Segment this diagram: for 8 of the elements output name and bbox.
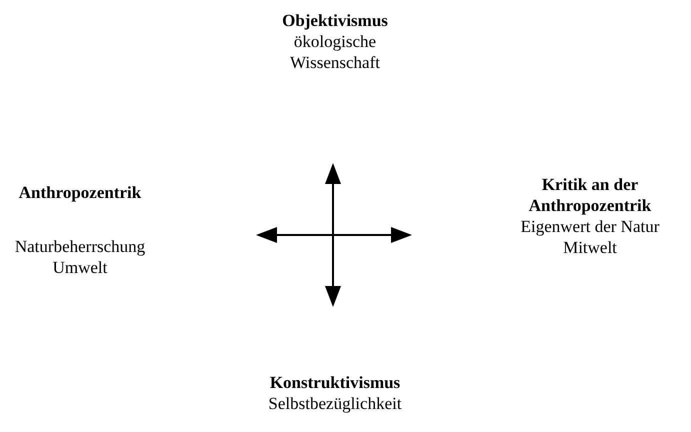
description-text: Eigenwert der Natur Mitwelt	[520, 216, 660, 258]
description-text: Naturbeherrschung Umwelt	[14, 236, 146, 278]
heading: Kritik an der Anthropozentrik	[528, 174, 652, 216]
heading: Konstruktivismus	[268, 372, 402, 393]
description-text: ökologische Wissenschaft	[289, 31, 381, 73]
heading: Objektivismus	[281, 10, 389, 31]
description-text: Selbstbezüglichkeit	[267, 393, 403, 414]
heading: Anthropozentrik	[18, 182, 142, 203]
